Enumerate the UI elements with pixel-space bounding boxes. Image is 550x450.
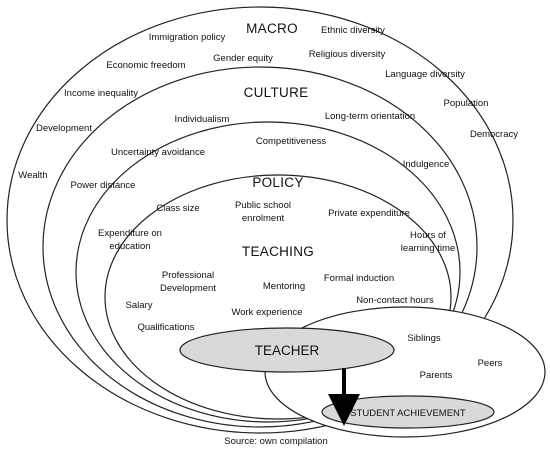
- source-caption: Source: own compilation: [224, 436, 328, 447]
- teacher-title: TEACHER: [255, 343, 320, 358]
- teaching-qualifications: Qualifications: [137, 322, 194, 333]
- macro-ethnic-diversity: Ethnic diversity: [321, 25, 385, 36]
- culture-individualism: Individualism: [175, 114, 230, 125]
- macro-wealth: Wealth: [18, 170, 47, 181]
- culture-competitiveness: Competitiveness: [256, 136, 326, 147]
- student-achievement-title: STUDENT ACHIEVEMENT: [350, 408, 466, 419]
- macro-immigration-policy: Immigration policy: [149, 32, 226, 43]
- teaching-non-contact-hours: Non-contact hours: [356, 295, 434, 306]
- macro-religious-diversity: Religious diversity: [309, 49, 386, 60]
- teaching-work-experience: Work experience: [231, 307, 302, 318]
- student-achievement-ellipse: [321, 395, 495, 429]
- teaching-salary: Salary: [126, 300, 153, 311]
- macro-population: Population: [444, 98, 489, 109]
- teacher-ellipse: [179, 327, 395, 373]
- macro-income-inequality: Income inequality: [64, 88, 138, 99]
- macro-development: Development: [36, 123, 92, 134]
- culture-indulgence: Indulgence: [403, 159, 449, 170]
- macro-title: MACRO: [246, 21, 298, 36]
- teaching-professional-line1: Professional: [162, 270, 214, 281]
- culture-title: CULTURE: [244, 85, 309, 100]
- culture-power-distance: Power distance: [71, 180, 136, 191]
- policy-public-school-line1: Public school: [235, 200, 291, 211]
- macro-language-diversity: Language diversity: [385, 69, 465, 80]
- policy-expenditure-line2: education: [109, 241, 150, 252]
- teaching-mentoring: Mentoring: [263, 281, 305, 292]
- student-parents: Parents: [420, 370, 453, 381]
- teaching-formal-induction: Formal induction: [324, 273, 394, 284]
- policy-private-expenditure: Private expenditure: [328, 208, 410, 219]
- student-siblings: Siblings: [407, 333, 441, 344]
- macro-democracy: Democracy: [470, 129, 518, 140]
- policy-expenditure-line1: Expenditure on: [98, 228, 162, 239]
- culture-uncertainty-avoidance: Uncertainty avoidance: [111, 147, 205, 158]
- policy-class-size: Class size: [156, 203, 199, 214]
- teaching-professional-line2: Development: [160, 283, 216, 294]
- policy-public-school-line2: enrolment: [242, 213, 285, 224]
- policy-hours-line1: Hours of: [410, 230, 446, 241]
- macro-gender-equity: Gender equity: [213, 53, 273, 64]
- student-peers: Peers: [478, 358, 503, 369]
- teaching-title: TEACHING: [242, 244, 314, 259]
- culture-long-term-orientation: Long-term orientation: [325, 111, 415, 122]
- policy-hours-line2: learning time: [401, 243, 455, 254]
- policy-title: POLICY: [252, 175, 303, 190]
- macro-economic-freedom: Economic freedom: [106, 60, 185, 71]
